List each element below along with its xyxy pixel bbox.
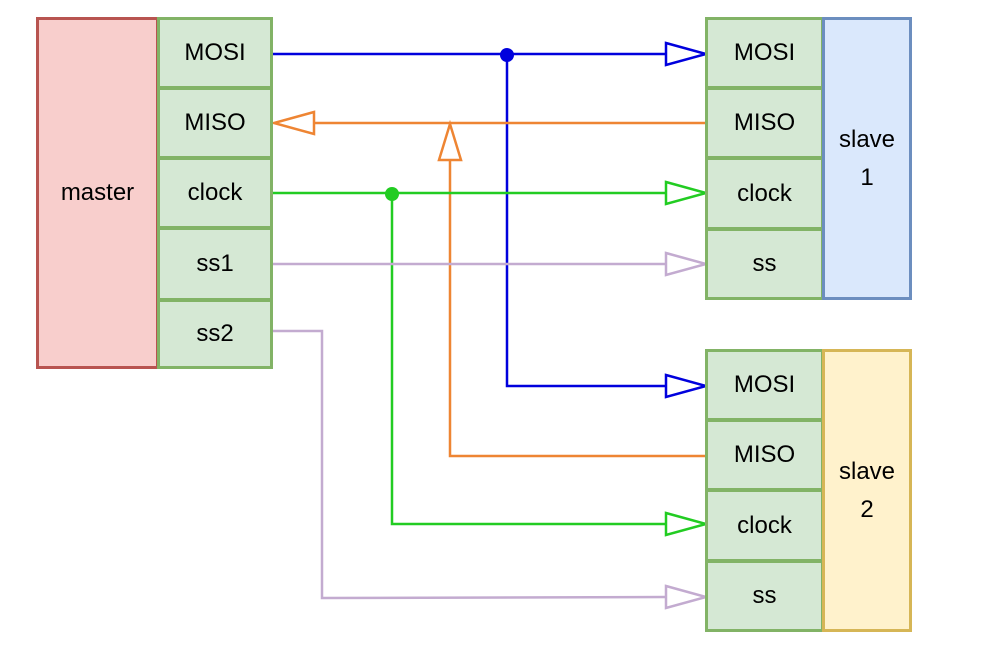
master-label: master bbox=[60, 179, 135, 207]
master-pin-mosi: MOSI bbox=[157, 17, 273, 89]
miso-arrow-master bbox=[269, 110, 316, 136]
master-pin-miso: MISO bbox=[157, 87, 273, 159]
clock-junction-dot bbox=[385, 187, 399, 201]
ss1-arrow bbox=[664, 251, 711, 277]
slave2-box: slave 2 bbox=[822, 349, 912, 632]
clock-wire-slave2 bbox=[390, 193, 666, 526]
miso-wire-slave2 bbox=[448, 160, 706, 458]
mosi-wire-slave2 bbox=[505, 54, 666, 388]
clock-arrow-slave1 bbox=[664, 180, 711, 206]
slave1-box: slave 1 bbox=[822, 17, 912, 300]
master-box: master bbox=[36, 17, 159, 369]
slave1-pin-ss: ss bbox=[705, 228, 824, 300]
ss2-arrow bbox=[664, 584, 711, 610]
slave2-pin-mosi: MOSI bbox=[705, 349, 824, 421]
slave2-pin-ss: ss bbox=[705, 560, 824, 632]
master-pin-ss1: ss1 bbox=[157, 227, 273, 301]
slave1-pin-mosi: MOSI bbox=[705, 17, 824, 89]
master-pin-clock: clock bbox=[157, 157, 273, 229]
mosi-arrow-slave1 bbox=[664, 41, 711, 67]
master-pin-ss2: ss2 bbox=[157, 299, 273, 369]
slave1-pin-miso: MISO bbox=[705, 87, 824, 159]
clock-arrow-slave2 bbox=[664, 511, 711, 537]
miso-arrow-merge bbox=[437, 119, 463, 162]
slave1-pin-clock: clock bbox=[705, 157, 824, 230]
mosi-arrow-slave2 bbox=[664, 373, 711, 399]
mosi-junction-dot bbox=[500, 48, 514, 62]
ss2-wire bbox=[272, 329, 667, 600]
slave1-label: slave 1 bbox=[838, 126, 896, 191]
slave2-label: slave 2 bbox=[838, 458, 896, 523]
slave2-pin-miso: MISO bbox=[705, 419, 824, 491]
slave2-pin-clock: clock bbox=[705, 489, 824, 562]
